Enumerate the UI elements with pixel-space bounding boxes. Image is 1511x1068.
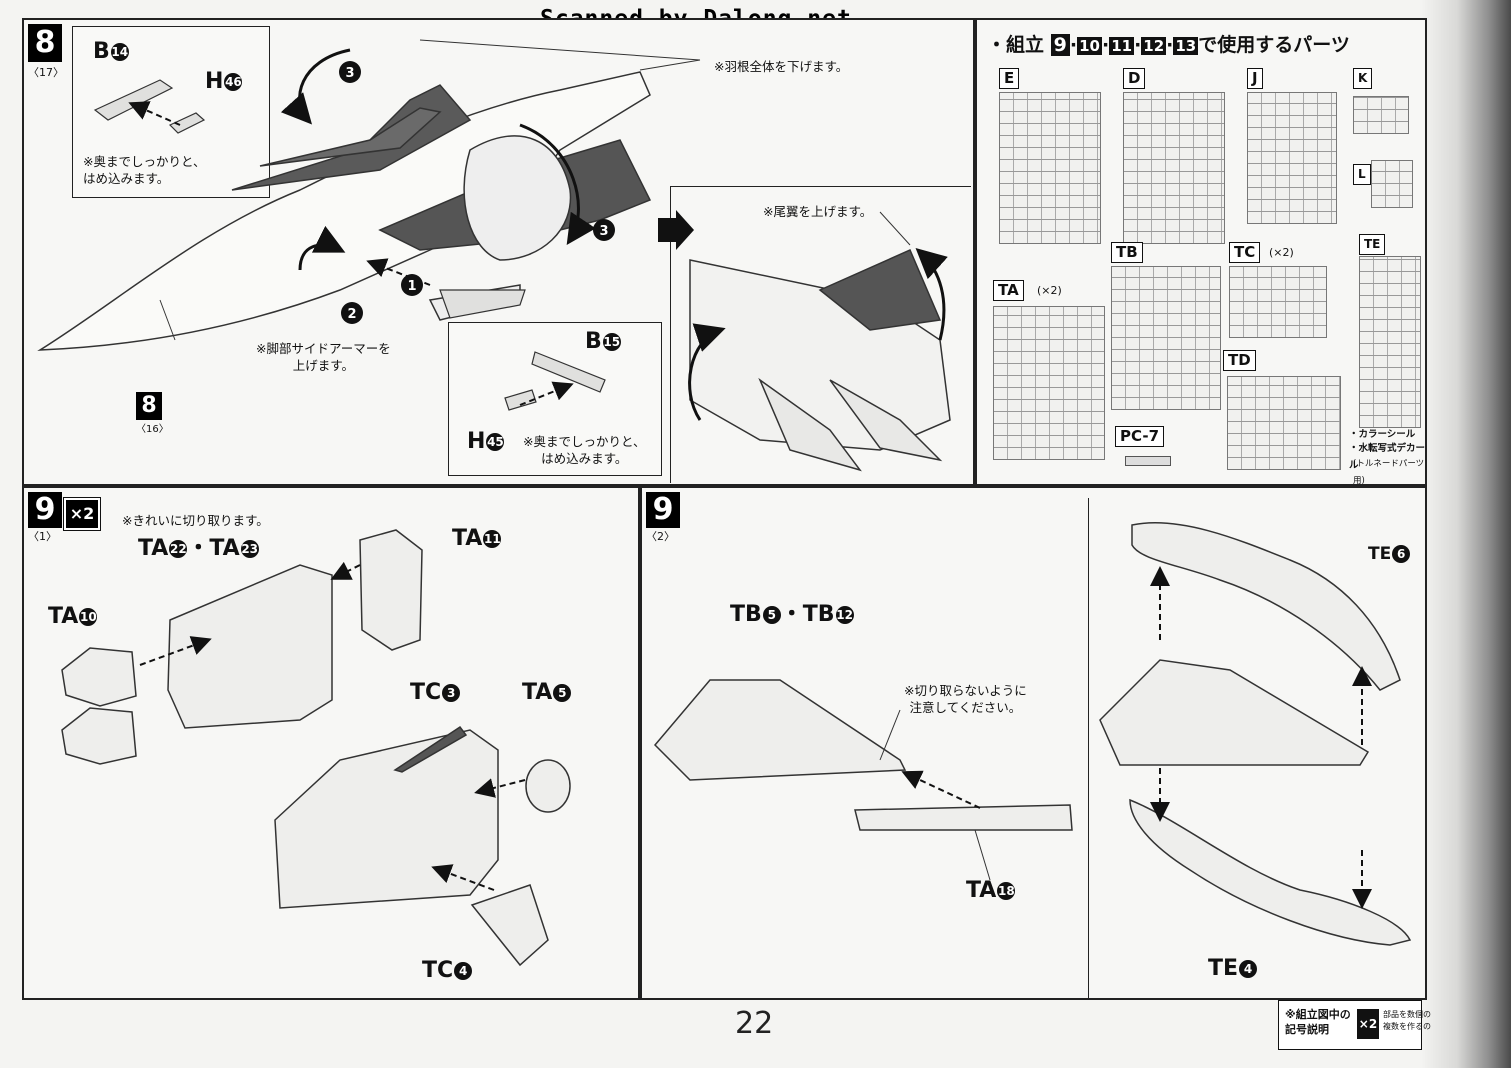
leader-lines: [159, 39, 991, 881]
symbol-legend: ※組立図中の 記号説明 ×2 部品を数個の 複数を作るの: [1278, 1000, 1431, 1050]
sprue-tb: [1111, 266, 1221, 410]
tc-count: (×2): [1269, 246, 1294, 259]
step-8-badge: 8: [28, 24, 62, 62]
arrow-step-1: 1: [407, 279, 416, 294]
tail-note: ※尾翼を上げます。: [763, 204, 873, 219]
step-9-2-sub: 〈2〉: [646, 530, 675, 543]
arrow-step-3b: 3: [599, 224, 608, 239]
step-number-circles: [339, 61, 615, 324]
sprue-label-ta: TA: [993, 280, 1024, 301]
step-9-1-badge: 9: [28, 492, 62, 528]
caution-note: ※切り取らないように 注意してください。: [904, 683, 1027, 715]
step-chip-10: 10: [1077, 37, 1102, 55]
forward-arrow-icon: [658, 210, 694, 250]
step-9-2-divider: [1088, 498, 1089, 998]
decal-note: ・水転写式デカール: [1349, 443, 1426, 471]
sprue-label-te: TE: [1359, 234, 1386, 255]
ta-count: (×2): [1037, 284, 1062, 297]
sprue-label-l: L: [1353, 164, 1371, 185]
sprue-label-d: D: [1123, 68, 1146, 89]
sprue-d: [1123, 92, 1225, 244]
step-9-1-multiplier: ×2: [63, 497, 101, 531]
step-chip-11: 11: [1109, 37, 1135, 55]
scan-shadow-edge: [1421, 0, 1511, 1068]
sprue-ta: [993, 306, 1105, 460]
pc7-part: [1125, 456, 1171, 466]
sticker-note: ・カラーシール: [1349, 429, 1416, 440]
arrow-step-2: 2: [347, 307, 356, 322]
sprue-e: [999, 92, 1101, 244]
inset-top-note: ※奥までしっかりと、 はめ込みます。: [83, 154, 206, 186]
wing-note: ※羽根全体を下げます。: [714, 59, 849, 74]
tail-illustration: [689, 249, 951, 472]
page-number: 22: [735, 1006, 774, 1041]
step-9-2-parts: [653, 521, 1412, 946]
sprue-label-pc7: PC-7: [1115, 426, 1165, 447]
aircraft-illustration: [37, 71, 652, 351]
sprue-td: [1227, 376, 1341, 470]
sprue-label-j: J: [1247, 68, 1263, 89]
sprue-l: [1371, 160, 1413, 208]
step-chip-9: 9: [1050, 34, 1070, 56]
rotation-arrows: [280, 48, 948, 421]
step-chip-12: 12: [1141, 37, 1167, 55]
sprue-label-tb: TB: [1111, 242, 1143, 263]
sub-ref-8: 8 〈16〉: [136, 392, 169, 435]
sprue-te: [1359, 256, 1421, 428]
inset-bottom-note: ※奥までしっかりと、 はめ込みます。: [523, 434, 646, 466]
step-8-sub: 〈17〉: [28, 66, 64, 79]
sprue-j: [1247, 92, 1337, 224]
tail-inset: ※尾翼を上げます。: [670, 186, 971, 483]
step-9-1-sub: 〈1〉: [28, 530, 57, 543]
step-9-2-badge: 9: [646, 492, 680, 528]
step-chip-13: 13: [1173, 37, 1199, 55]
sprue-label-e: E: [999, 68, 1020, 89]
legend-multiplier-icon: ×2: [1357, 1009, 1379, 1039]
cut-note: ※きれいに切り取ります。: [122, 513, 269, 528]
step-9-1-parts: [61, 529, 571, 967]
assembly-arrows: [128, 101, 1372, 909]
legend-right-text: 部品を数個の 複数を作るの: [1383, 1010, 1431, 1031]
inset-parts: [93, 79, 606, 411]
sprue-tc: [1229, 266, 1327, 338]
armor-note: ※脚部サイドアーマーを 上げます。: [256, 341, 391, 373]
sprue-label-tc: TC: [1229, 242, 1261, 263]
decal-subnote: (トルネードパーツ用): [1353, 459, 1425, 486]
sprue-label-td: TD: [1223, 350, 1256, 371]
legend-left-text: ※組立図中の 記号説明: [1285, 1008, 1351, 1036]
sprue-k: [1353, 96, 1409, 134]
arrow-step-3a: 3: [345, 66, 354, 81]
sprue-label-k: K: [1353, 68, 1373, 89]
